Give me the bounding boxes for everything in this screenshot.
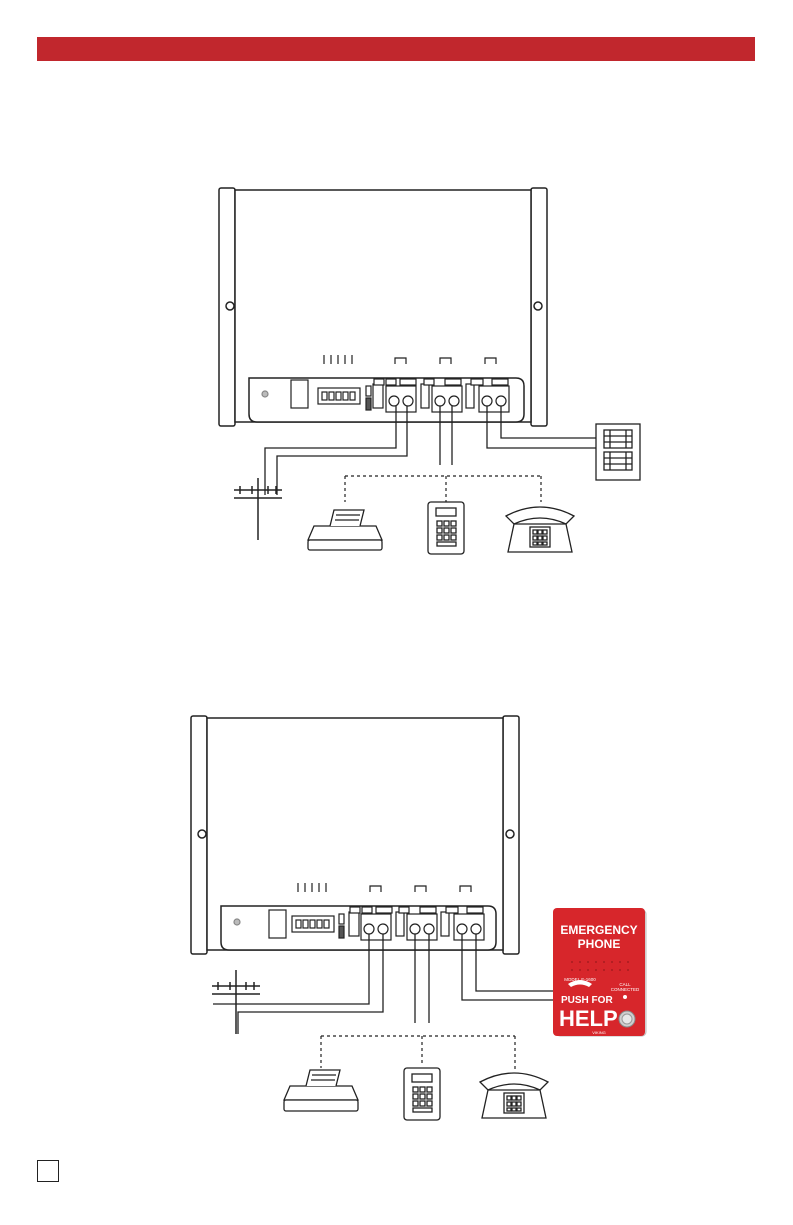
emergency-brand: VIKING bbox=[592, 1030, 606, 1035]
page-number-box bbox=[37, 1160, 59, 1182]
emergency-phone: EMERGENCY PHONE MODEL E-1600 CALL CONNEC… bbox=[553, 908, 646, 1036]
fax-machine-icon bbox=[308, 510, 382, 550]
telephone-icon bbox=[506, 507, 574, 552]
utility-pole-icon bbox=[234, 478, 282, 540]
fax-machine-icon bbox=[284, 1070, 358, 1111]
keypad-panel-icon bbox=[428, 502, 464, 554]
dotted-branch bbox=[321, 1036, 515, 1070]
indicator-led bbox=[623, 995, 627, 999]
header-bar bbox=[37, 37, 755, 61]
utility-pole-icon bbox=[212, 970, 260, 1034]
action-label-2: HELP bbox=[559, 1006, 618, 1031]
dotted-branch bbox=[345, 476, 541, 504]
emergency-title-1: EMERGENCY bbox=[560, 923, 637, 937]
emergency-title-2: PHONE bbox=[578, 937, 621, 951]
indicator-label-2: CONNECTED bbox=[611, 987, 640, 992]
wiring-diagram-1 bbox=[0, 180, 793, 570]
keypad-panel-icon bbox=[404, 1068, 440, 1120]
action-label-1: PUSH FOR bbox=[561, 995, 613, 1006]
phone-jack-box-icon bbox=[596, 424, 640, 480]
emergency-model: MODEL E-1600 bbox=[564, 977, 596, 982]
telephone-icon bbox=[480, 1073, 548, 1118]
wiring-diagram-2: EMERGENCY PHONE MODEL E-1600 CALL CONNEC… bbox=[0, 708, 793, 1148]
